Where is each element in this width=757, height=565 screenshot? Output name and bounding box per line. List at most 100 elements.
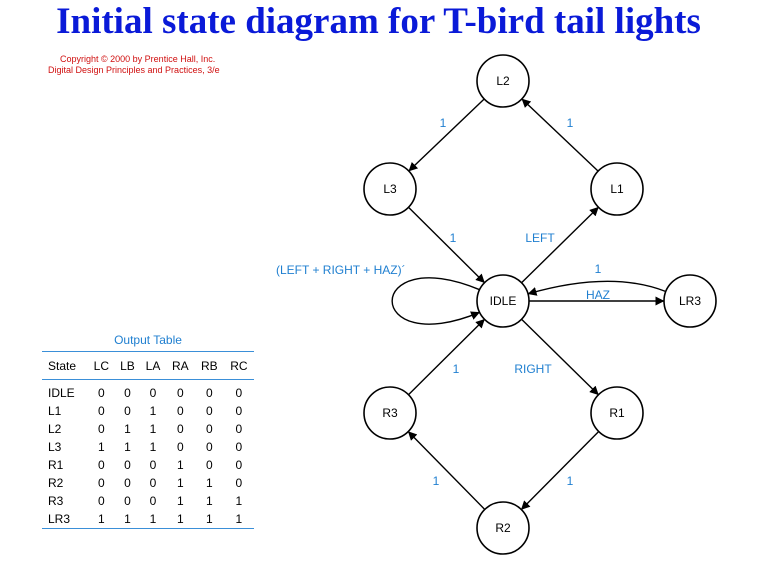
output-value-cell: 0 (124, 404, 131, 418)
state-circle (363, 162, 417, 216)
table-header-cell: LB (114, 351, 141, 380)
output-value-cell: 1 (124, 422, 131, 436)
state-name-cell: L1 (48, 404, 62, 418)
output-value-cell: 1 (235, 494, 243, 508)
output-value-cell: 1 (98, 512, 105, 526)
state-name-cell: R1 (48, 458, 64, 472)
table-header-cell: LA (140, 351, 166, 380)
state-circle (363, 386, 417, 440)
transition-arrow (520, 430, 600, 511)
state-node: R2 (476, 501, 530, 555)
state-name-cell: LR3 (48, 512, 71, 526)
state-label: L1 (610, 182, 624, 196)
state-label: R1 (609, 406, 625, 420)
transition-arrow (407, 318, 486, 396)
output-value-cell: 0 (235, 458, 243, 472)
table-row: L1 0 0 1 0 0 0 (42, 402, 254, 420)
output-table-title: Output Table (114, 333, 182, 347)
output-value-cell: 0 (235, 404, 243, 418)
output-value-cell: 1 (205, 512, 213, 526)
output-value-cell: 0 (149, 494, 157, 508)
output-value-cell: 0 (98, 476, 105, 490)
output-value-cell: 0 (205, 386, 213, 400)
state-circle (590, 386, 644, 440)
state-circle (590, 162, 644, 216)
transition-label: 1 (440, 116, 447, 130)
table-header-cell: RB (194, 351, 224, 380)
state-name-cell: R2 (48, 476, 64, 490)
state-circle (476, 274, 530, 328)
transition-arrow (407, 431, 486, 510)
state-name-cell: R3 (48, 494, 64, 508)
output-value-cell: 0 (205, 440, 213, 454)
output-value-cell: 0 (98, 404, 105, 418)
transition-arrow (527, 280, 667, 296)
table-header-cell: State (42, 351, 88, 380)
output-value-cell: 0 (205, 404, 213, 418)
table-header-cell: RC (223, 351, 254, 380)
output-value-cell: 1 (149, 422, 157, 436)
output-value-cell: 0 (235, 386, 243, 400)
output-value-cell: 0 (98, 422, 105, 436)
transition-label: 1 (450, 231, 457, 245)
output-value-cell: 0 (124, 458, 131, 472)
state-label: R3 (382, 406, 398, 420)
output-value-cell: 1 (149, 440, 157, 454)
state-label: IDLE (490, 294, 517, 308)
table-header-cell: RA (165, 351, 195, 380)
transition-label: HAZ (586, 288, 610, 302)
transition-label: 1 (567, 116, 574, 130)
transition-arrow (391, 277, 481, 325)
transition-label: 1 (567, 474, 574, 488)
state-circle (476, 54, 530, 108)
output-value-cell: 1 (176, 512, 184, 526)
output-value-cell: 1 (205, 494, 213, 508)
page-title: Initial state diagram for T-bird tail li… (56, 1, 701, 42)
transition-edges (391, 98, 667, 511)
output-value-cell: 1 (176, 458, 184, 472)
output-value-cell: 1 (235, 512, 243, 526)
output-value-cell: 1 (205, 476, 213, 490)
output-value-cell: 0 (235, 440, 243, 454)
output-value-cell: 1 (98, 440, 105, 454)
transition-label: 1 (433, 474, 440, 488)
transition-arrow (521, 206, 599, 284)
output-value-cell: 0 (176, 404, 184, 418)
state-node: R3 (363, 386, 417, 440)
table-row: L3 1 1 1 0 0 0 (42, 438, 254, 456)
output-value-cell: 0 (98, 494, 105, 508)
output-value-cell: 0 (176, 440, 184, 454)
transition-label: 1 (453, 362, 460, 376)
state-label: R2 (495, 521, 511, 535)
transition-arrow (521, 98, 599, 172)
output-value-cell: 1 (176, 476, 184, 490)
output-value-cell: 0 (124, 386, 131, 400)
output-value-cell: 1 (124, 440, 131, 454)
transition-label: RIGHT (514, 362, 552, 376)
output-value-cell: 1 (149, 404, 157, 418)
table-row: R3 0 0 0 1 1 1 (42, 492, 254, 510)
output-value-cell: 0 (124, 494, 131, 508)
state-node: LR3 (663, 274, 717, 328)
output-value-cell: 0 (149, 458, 157, 472)
output-value-cell: 1 (124, 512, 131, 526)
output-value-cell: 1 (149, 512, 157, 526)
output-value-cell: 1 (176, 494, 184, 508)
transition-arrow (521, 318, 599, 396)
state-name-cell: L3 (48, 440, 62, 454)
state-label: LR3 (679, 294, 701, 308)
book-title-line: Digital Design Principles and Practices,… (48, 65, 220, 75)
state-label: L3 (383, 182, 397, 196)
transition-arrow (408, 98, 485, 172)
copyright-notice: Copyright © 2000 by Prentice Hall, Inc. … (48, 54, 220, 76)
